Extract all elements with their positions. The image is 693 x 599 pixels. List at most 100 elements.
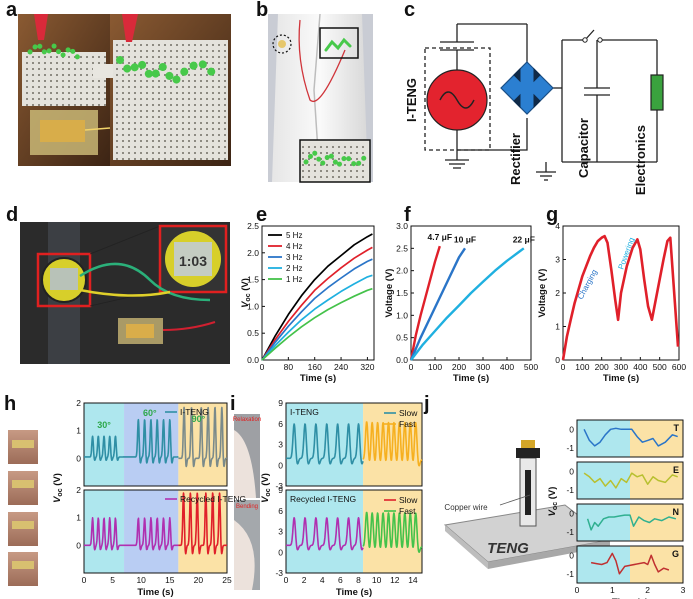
y-axis-label-j: Voc (V) xyxy=(547,487,559,517)
x-axis-label-j: Time (s) xyxy=(612,597,648,599)
axes-frame-e xyxy=(261,225,375,361)
x-tick-label-i1: 4 xyxy=(320,575,325,585)
y-axis-label-g: Voltage (V) xyxy=(537,269,548,318)
x-tick-label-j3: 2 xyxy=(645,585,650,595)
panel-label-f: f xyxy=(404,204,411,226)
signal-line-j xyxy=(590,552,670,575)
x-tick-label-g: 200 xyxy=(595,362,609,372)
axes-frame-i1 xyxy=(285,489,423,574)
panel-label-e: e xyxy=(256,204,268,226)
iteng-label: I-TENG xyxy=(404,78,419,122)
legend-label-h: I-TENG xyxy=(180,407,209,417)
y-label-v: V xyxy=(52,496,63,503)
y-tick-label-i1: -3 xyxy=(275,568,283,578)
series-line-5Hz xyxy=(261,233,373,361)
y-label-unit: (V) xyxy=(547,487,558,502)
legend-title-i: I-TENG xyxy=(290,407,319,417)
relaxation-label: Relaxation xyxy=(233,417,261,423)
y-tick-label-h0: 1 xyxy=(76,426,81,436)
x-tick-label-i1: 10 xyxy=(372,575,382,585)
x-tick-label-g: 500 xyxy=(653,362,667,372)
y-label-sub: oc xyxy=(57,488,64,496)
y-tick-label-g: 0 xyxy=(555,355,560,365)
y-axis-label-f: Voltage (V) xyxy=(384,269,395,318)
teng-label: TENG xyxy=(487,540,529,557)
x-tick-label-g: 0 xyxy=(561,362,566,372)
series-label-f: 10 μF xyxy=(454,234,476,244)
y-tick-label-f: 2.5 xyxy=(396,243,408,253)
letter-label-j: E xyxy=(673,465,679,475)
panel-label-g: g xyxy=(546,204,559,226)
y-tick-label-j2: -1 xyxy=(566,527,574,537)
x-tick-label-h1: 15 xyxy=(165,575,175,585)
x-tick-label-i1: 14 xyxy=(408,575,418,585)
bending-label: Bending xyxy=(236,504,258,510)
rectifier-label: Rectifier xyxy=(508,133,523,185)
axes-frame-j1 xyxy=(576,461,684,500)
series-line-g xyxy=(561,234,680,361)
legend-label: 1 Hz xyxy=(286,275,302,284)
legend-label-h: Recycled I-TENG xyxy=(180,494,246,504)
axes-frame-h0 xyxy=(83,402,228,487)
y-tick-label-j0: -1 xyxy=(566,443,574,453)
band-j xyxy=(630,504,683,541)
band-j xyxy=(577,462,630,499)
panel-label-c: c xyxy=(404,0,416,21)
panel-a-photo xyxy=(18,14,231,166)
y-tick-label-e: 1.0 xyxy=(247,301,259,311)
y-label-sub: oc xyxy=(245,293,252,301)
y-tick-label-h0: 0 xyxy=(76,453,81,463)
y-tick-label-g: 4 xyxy=(555,221,560,231)
axes-frame-i0 xyxy=(285,402,423,487)
x-tick-label-f: 500 xyxy=(524,362,538,372)
series-label-f: 22 μF xyxy=(513,234,535,244)
legend-label-i: Fast xyxy=(399,506,416,516)
x-tick-label-g: 100 xyxy=(575,362,589,372)
y-tick-label-j1: -1 xyxy=(566,485,574,495)
panel-d-photo xyxy=(20,222,230,364)
axes-frame-j3 xyxy=(576,545,684,584)
panel-i-photos xyxy=(234,414,260,590)
y-tick-label-f: 0.5 xyxy=(396,333,408,343)
signal-line-h xyxy=(83,516,179,551)
y-tick-label-i1: 3 xyxy=(278,527,283,537)
legend-label: 5 Hz xyxy=(286,231,302,240)
y-tick-label-f: 2.0 xyxy=(396,266,408,276)
y-tick-label-e: 1.5 xyxy=(247,275,259,285)
x-tick-label-i1: 0 xyxy=(284,575,289,585)
y-tick-label-j3: 0 xyxy=(569,550,574,560)
series-label-f: 4.7 μF xyxy=(428,232,453,242)
y-label-unit: (V) xyxy=(52,473,63,488)
legend-label: 2 Hz xyxy=(286,264,302,273)
y-axis-label-h: Voc (V) xyxy=(52,473,64,503)
x-tick-label-i1: 12 xyxy=(390,575,400,585)
x-tick-label-e: 80 xyxy=(284,362,294,372)
y-label-v: V xyxy=(547,509,558,516)
x-tick-label-e: 0 xyxy=(260,362,265,372)
y-tick-label-i0: 0 xyxy=(278,460,283,470)
signal-line-i xyxy=(285,423,364,465)
x-tick-label-i1: 6 xyxy=(338,575,343,585)
axes-frame-h1 xyxy=(83,489,228,574)
panel-h-photos xyxy=(8,430,38,586)
legend-label-i: Slow xyxy=(399,495,418,505)
x-tick-label-e: 160 xyxy=(308,362,322,372)
legend-label: 4 Hz xyxy=(286,242,302,251)
y-label-unit: (V) xyxy=(240,278,251,293)
x-axis-label-g: Time (s) xyxy=(603,373,639,384)
y-tick-label-i0: 3 xyxy=(278,440,283,450)
signal-line-h xyxy=(123,418,179,464)
x-tick-label-g: 600 xyxy=(672,362,686,372)
x-tick-label-i1: 2 xyxy=(302,575,307,585)
panel-label-i: i xyxy=(230,393,236,415)
band-h xyxy=(84,490,125,573)
rectifier-icon xyxy=(500,61,554,115)
y-tick-label-e: 0.5 xyxy=(247,328,259,338)
y-label-sub: oc xyxy=(552,502,559,510)
